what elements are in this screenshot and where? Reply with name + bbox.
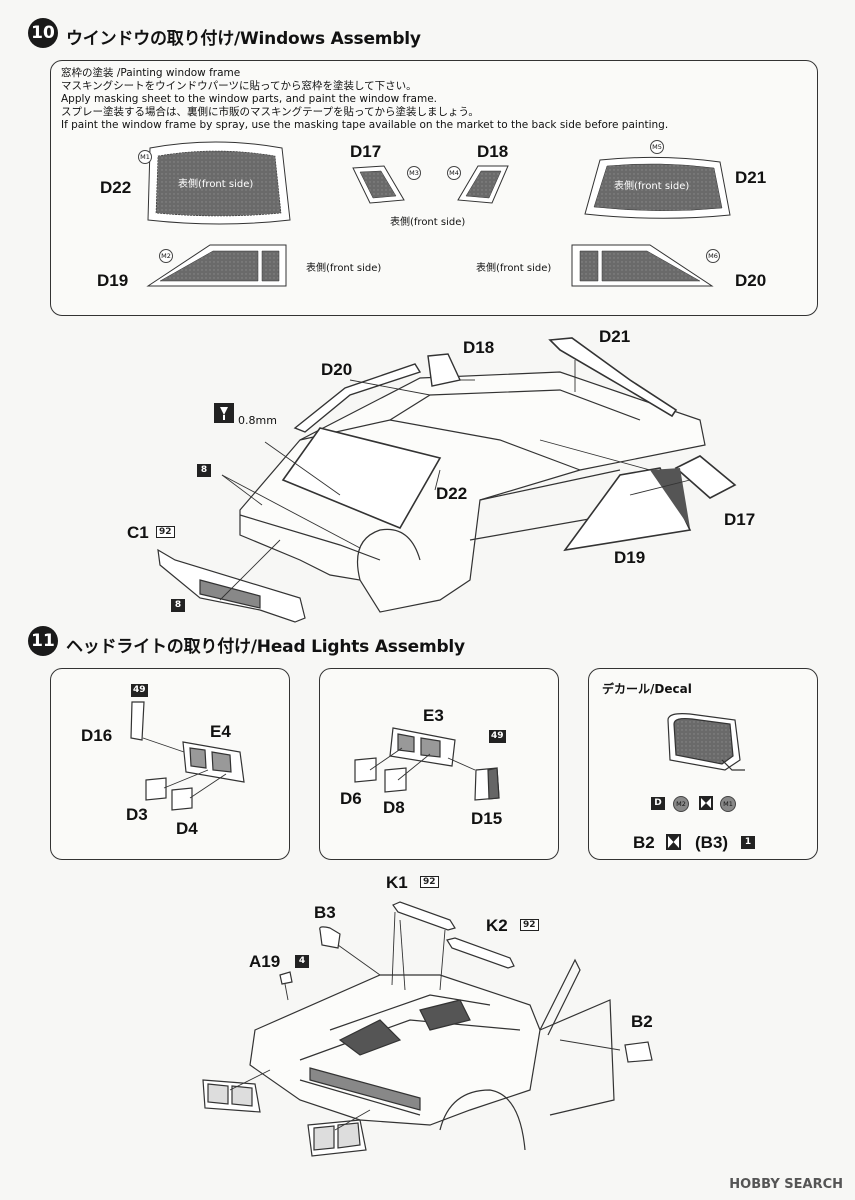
part-label-d18: D18 [477,142,509,161]
part-label-d17: D17 [350,142,382,161]
part-label-d19: D19 [97,271,129,290]
assembly-label-d19: D19 [614,548,646,567]
part-label-d22: D22 [100,178,132,197]
assembly-label-d20: D20 [321,360,353,379]
part-label-e3: E3 [423,706,444,725]
part-label-d20: D20 [735,271,767,290]
step-11-title: ヘッドライトの取り付け/Head Lights Assembly [66,637,465,657]
part-label-d4: D4 [176,819,198,838]
part-label-d6: D6 [340,789,362,808]
mask-m1: M1 [138,150,152,164]
note-line: マスキングシートをウインドウパーツに貼ってから窓枠を塗装して下さい。 [61,80,417,92]
assembly-label-d17: D17 [724,510,756,529]
paint-badge-4: 4 [295,955,309,968]
paint-badge-8: 8 [197,464,211,477]
step-10-number: 10 [28,18,58,48]
assembly-label-d22: D22 [436,484,468,503]
mask-m2: M2 [159,249,173,263]
assembly-label-d21: D21 [599,327,631,346]
front-side-label: 表側(front side) [178,179,254,190]
assembly-label-b3: B3 [314,903,336,922]
mask-m1: M1 [720,796,736,812]
part-label-d16: D16 [81,726,113,745]
front-side-label: 表側(front side) [306,263,382,274]
mask-m3: M3 [407,166,421,180]
headlight-left-panel [50,668,290,860]
part-label-d3: D3 [126,805,148,824]
assembly-label-d18: D18 [463,338,495,357]
step-11-number: 11 [28,626,58,656]
mask-m2: M2 [673,796,689,812]
note-line: If paint the window frame by spray, use … [61,119,669,131]
note-line: スプレー塗装する場合は、裏側に市販のマスキングテープを貼ってから塗装しましょう。 [61,106,479,118]
drill-icon [214,403,234,423]
note-line: Apply masking sheet to the window parts,… [61,93,438,105]
paint-badge-49: 49 [489,730,506,743]
part-label-e4: E4 [210,722,231,741]
assembly-label-k2: K2 [486,916,508,935]
paint-badge-1: 1 [741,836,755,849]
part-label-b2: B2 [633,833,655,852]
front-side-label: 表側(front side) [476,263,552,274]
paint-badge-92: 92 [420,876,439,888]
assembly-label-c1: C1 [127,523,149,542]
bowtie-icon [699,796,713,810]
paint-badge-92: 92 [156,526,175,538]
part-label-b3: (B3) [695,833,729,852]
mask-m4: M4 [447,166,461,180]
assembly-label-a19: A19 [249,952,281,971]
drill-size: 0.8mm [238,414,277,427]
note-line: 窓枠の塗装 /Painting window frame [61,67,241,79]
part-label-d15: D15 [471,809,503,828]
step-10-title: ウインドウの取り付け/Windows Assembly [66,29,421,49]
decal-title: デカール/Decal [602,682,692,696]
front-side-label: 表側(front side) [614,181,690,192]
mask-m6: M6 [706,249,720,263]
bowtie-icon [666,834,681,850]
assembly-label-k1: K1 [386,873,408,892]
paint-badge-92: 92 [520,919,539,931]
painting-note: 窓枠の塗装 /Painting window frame マスキングシートをウイ… [61,67,668,132]
part-label-d8: D8 [383,798,405,817]
decal-badge-d: D [651,797,665,810]
assembly-label-b2: B2 [631,1012,653,1031]
watermark: HOBBY SEARCH [729,1177,843,1192]
part-label-d21: D21 [735,168,767,187]
paint-badge-8: 8 [171,599,185,612]
mask-m5: M5 [650,140,664,154]
paint-badge-49: 49 [131,684,148,697]
front-side-label: 表側(front side) [390,217,466,228]
